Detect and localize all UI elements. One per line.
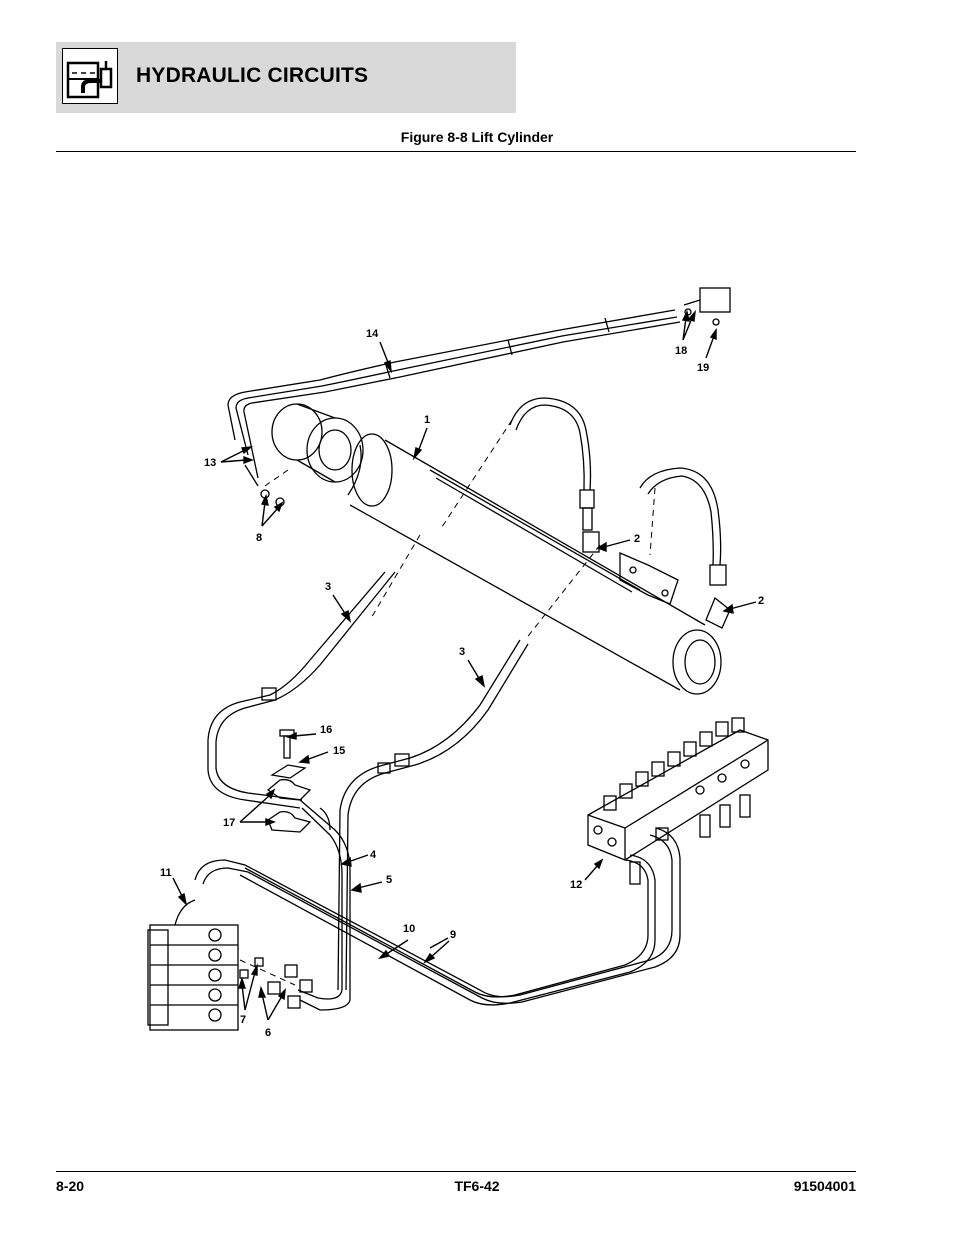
valve-manifold-12 <box>587 717 769 885</box>
callout-8: 8 <box>256 532 262 544</box>
tubes-3 <box>207 571 529 991</box>
callout-9: 9 <box>450 929 456 941</box>
callout-leaders <box>172 309 757 1021</box>
callout-10: 10 <box>403 923 415 935</box>
tubes-9-10 <box>194 827 681 1006</box>
lift-cylinder <box>271 403 722 695</box>
callout-2: 2 <box>758 595 764 607</box>
page-number: 8-20 <box>56 1178 85 1194</box>
tube-assembly-14 <box>227 287 731 479</box>
cylinder-hoses <box>509 397 731 629</box>
callout-19: 19 <box>697 362 709 374</box>
callout-2: 2 <box>634 533 640 545</box>
header-divider <box>56 151 856 152</box>
section-header-band <box>56 42 516 113</box>
callout-12: 12 <box>570 879 582 891</box>
control-valve-11 <box>147 899 313 1031</box>
figure-caption: Figure 8-8 Lift Cylinder <box>400 129 554 145</box>
callout-13: 13 <box>204 457 216 469</box>
callout-18: 18 <box>675 345 687 357</box>
callout-16: 16 <box>320 724 332 736</box>
callout-11: 11 <box>160 867 172 879</box>
callout-3: 3 <box>459 646 465 658</box>
document-number: 91504001 <box>793 1178 856 1194</box>
callout-6: 6 <box>265 1027 271 1039</box>
model-label: TF6-42 <box>454 1178 500 1194</box>
callout-1: 1 <box>424 414 430 426</box>
section-title: HYDRAULIC CIRCUITS <box>136 64 369 87</box>
callout-numbers: 1 2 2 3 3 4 5 6 7 8 9 10 11 12 13 14 15 … <box>160 328 764 1039</box>
callout-15: 15 <box>333 745 345 757</box>
hydraulic-reservoir-icon <box>62 48 118 104</box>
callout-4: 4 <box>370 849 377 861</box>
callout-3: 3 <box>325 581 331 593</box>
callout-5: 5 <box>386 874 392 886</box>
clamp-assembly <box>266 729 312 833</box>
callout-17: 17 <box>223 817 235 829</box>
callout-7: 7 <box>240 1014 246 1026</box>
tubes-4-5 <box>297 799 351 1011</box>
footer-divider <box>56 1171 856 1172</box>
callout-14: 14 <box>366 328 379 340</box>
